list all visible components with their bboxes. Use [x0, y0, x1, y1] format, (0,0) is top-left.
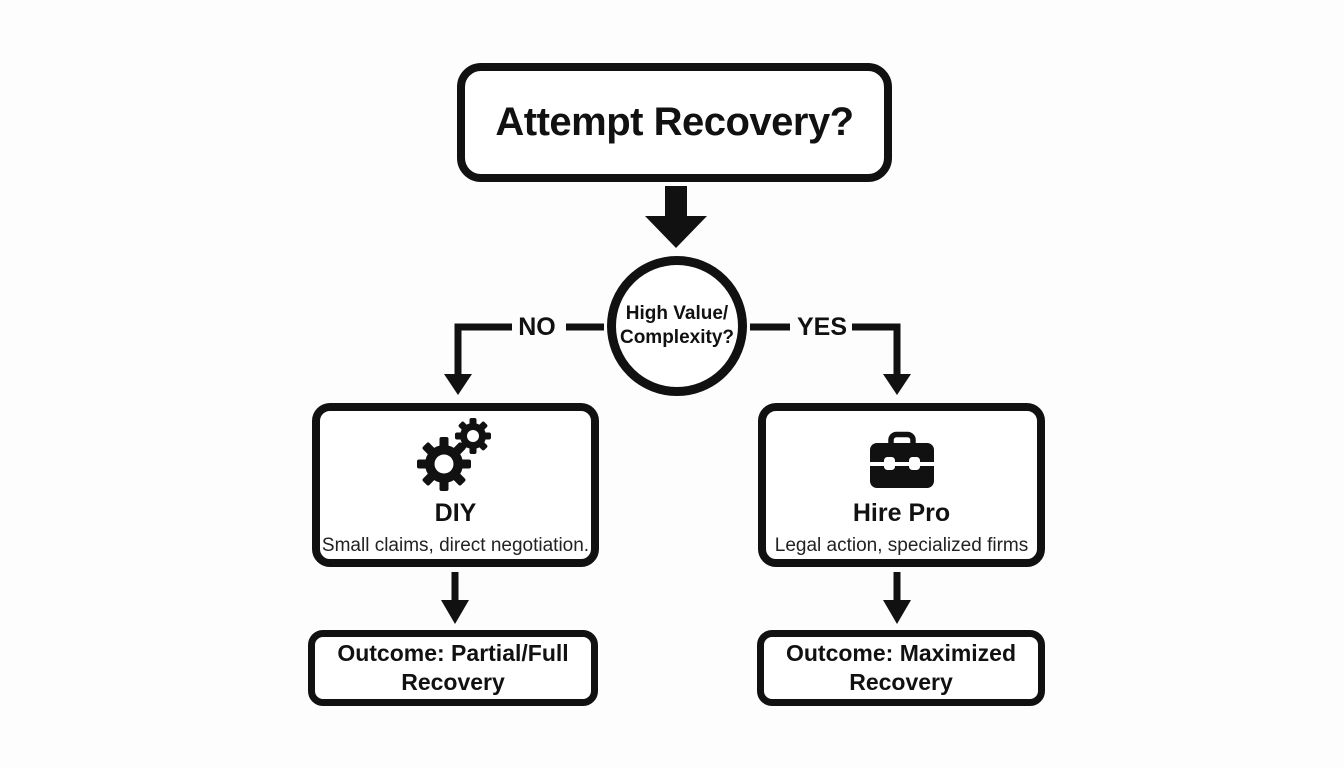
no-branch-label: NO: [518, 313, 556, 341]
diy-to-outcome-arrowhead: [441, 600, 469, 624]
start-node: Attempt Recovery?: [457, 63, 892, 182]
diy-node: DIY Small claims, direct negotiation.: [312, 403, 599, 567]
hire-pro-node-title: Hire Pro: [852, 499, 951, 527]
yes-branch-arrowhead: [883, 374, 911, 395]
decision-node: High Value/ Complexity?: [607, 256, 747, 396]
diy-outcome-label: Outcome: Partial/Full Recovery: [337, 640, 569, 695]
hire-pro-node: Hire Pro Legal action, specialized firms: [758, 403, 1045, 567]
start-node-label: Attempt Recovery?: [495, 100, 854, 144]
hire-pro-outcome-label: Outcome: Maximized Recovery: [785, 640, 1017, 695]
decision-node-label: High Value/ Complexity?: [619, 303, 735, 348]
hirepro-to-outcome-arrowhead: [883, 600, 911, 624]
yes-branch-elbow: [852, 323, 901, 376]
start-to-decision-arrow: [645, 186, 707, 248]
yes-branch-label: YES: [796, 313, 848, 341]
no-branch-elbow: [454, 323, 512, 376]
gears-icon: [416, 417, 495, 491]
diy-node-title: DIY: [434, 499, 477, 527]
briefcase-icon: [867, 417, 937, 491]
diy-node-subtitle: Small claims, direct negotiation.: [321, 535, 590, 556]
hire-pro-node-subtitle: Legal action, specialized firms: [774, 535, 1029, 556]
no-branch-arrowhead: [444, 374, 472, 395]
diy-outcome-node: Outcome: Partial/Full Recovery: [308, 630, 598, 706]
hire-pro-outcome-node: Outcome: Maximized Recovery: [757, 630, 1045, 706]
